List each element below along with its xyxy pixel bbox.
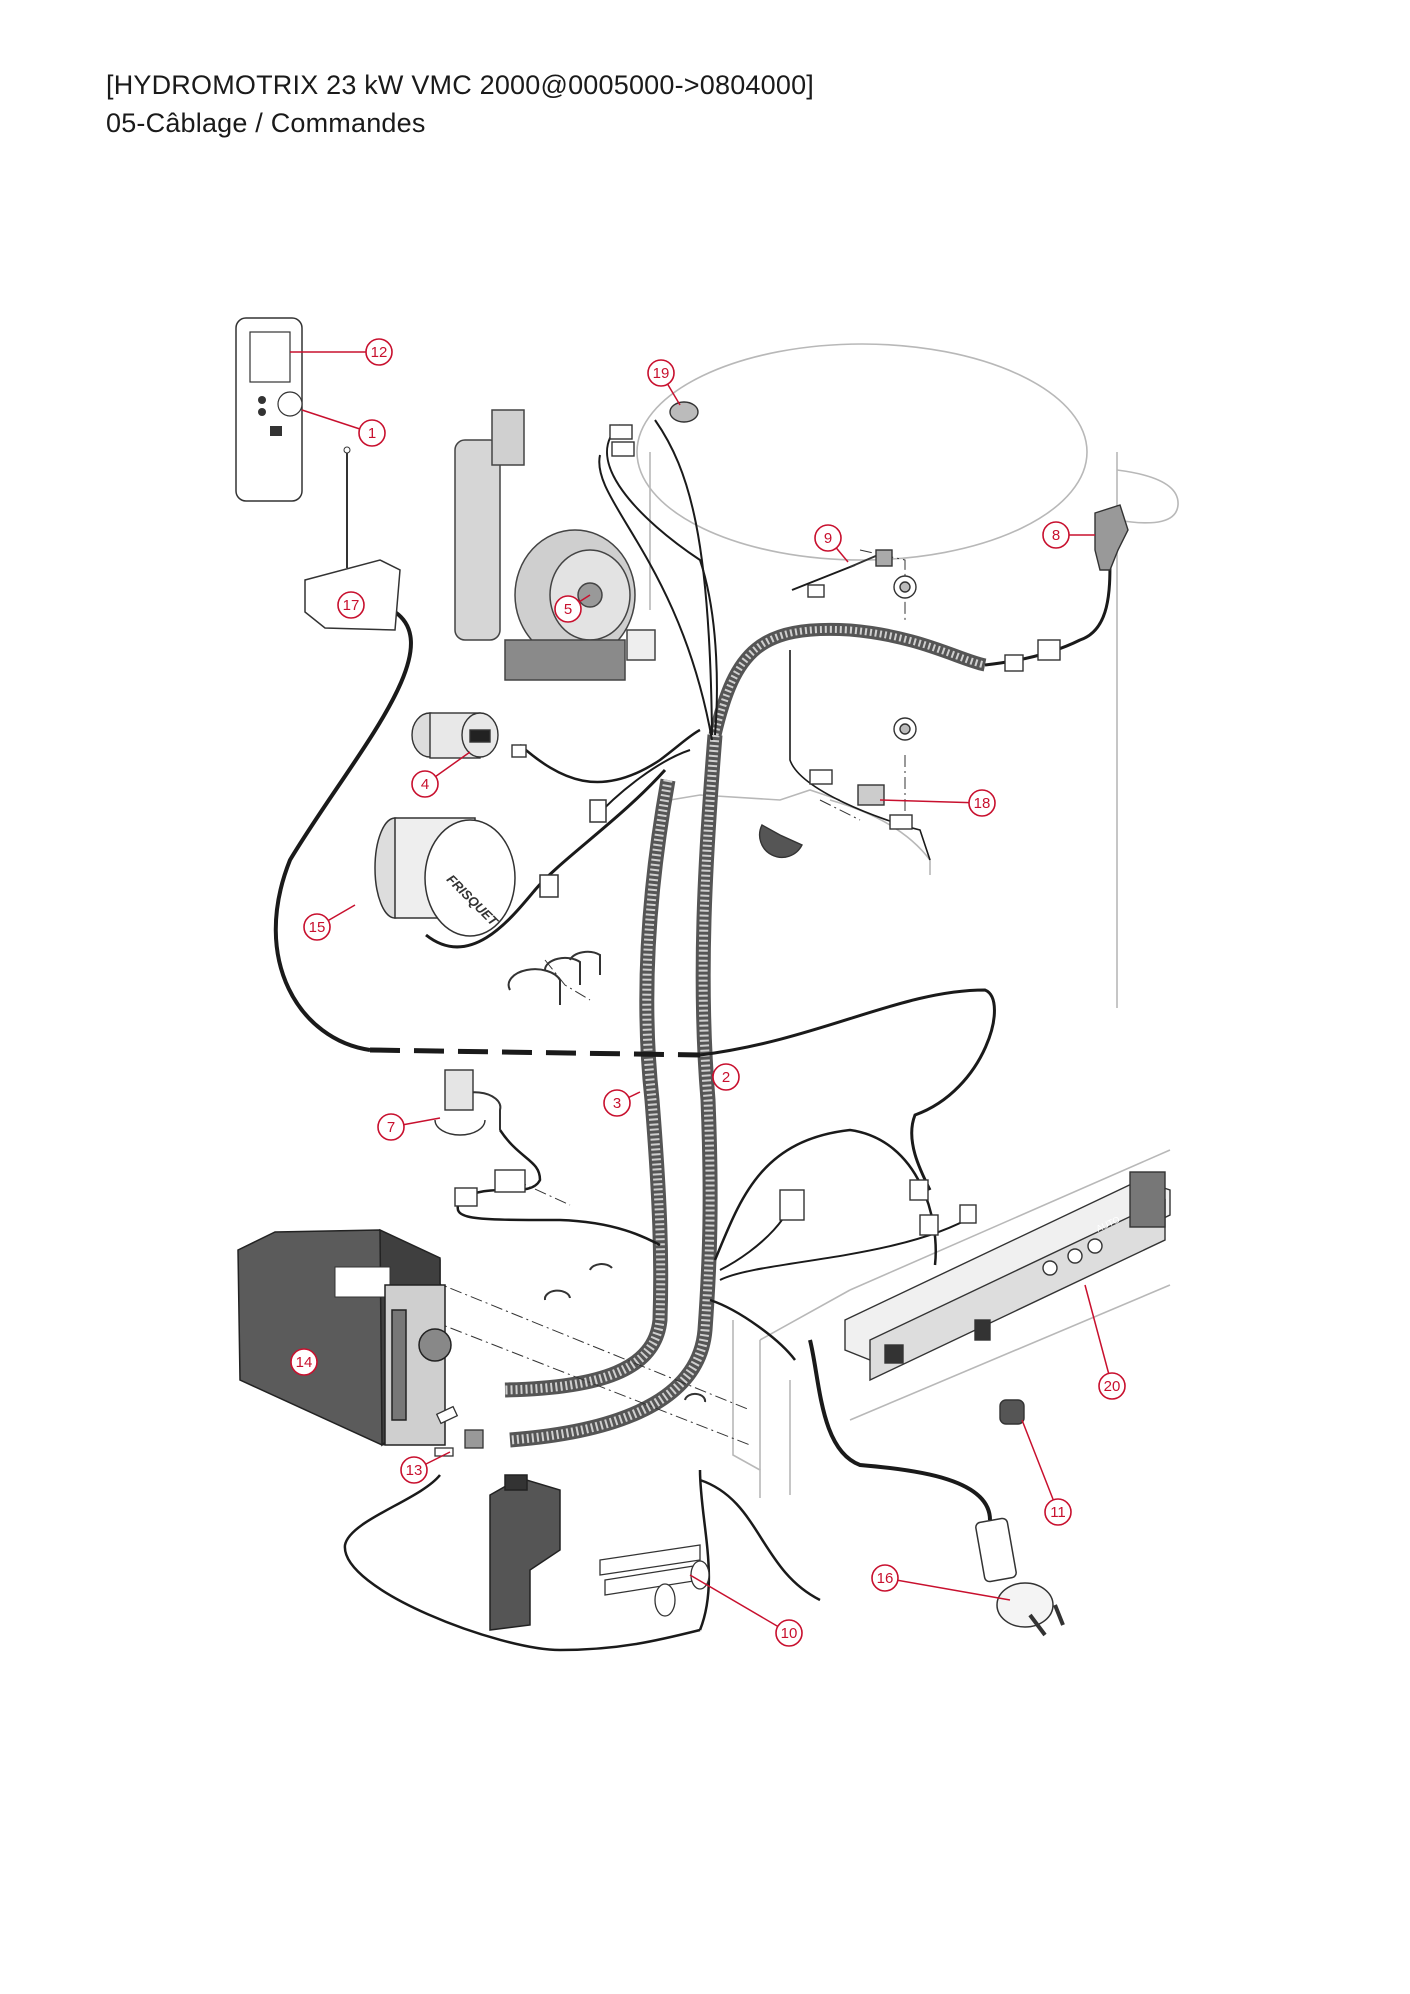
callout-number: 20 [1104,1378,1121,1395]
part-7 [434,1069,486,1136]
callout-circle [603,1089,631,1117]
callout-leader-line [689,1574,790,1634]
control-box [237,1228,452,1447]
callout-number: 1 [368,425,376,442]
callout-3: 3 [603,1089,641,1117]
callout-circle [775,1619,803,1647]
probe-9 [807,549,917,599]
callout-12: 12 [290,338,393,366]
callout-number: 15 [309,919,326,936]
control-panel: AUTO [844,1171,1171,1425]
callout-17: 17 [337,591,365,619]
callout-circle [358,419,386,447]
callout-circle [290,1348,318,1376]
callout-circle [337,591,365,619]
callout-number: 11 [1050,1504,1066,1521]
electrodes-10 [599,1544,710,1617]
callout-circle [1044,1498,1072,1526]
power-switch [999,1399,1025,1425]
page-title: [HYDROMOTRIX 23 kW VMC 2000@0005000->080… [106,70,814,100]
callout-leader-line [1084,1284,1113,1387]
callout-number: 2 [722,1069,730,1086]
callout-11: 11 [1021,1419,1072,1526]
callout-number: 18 [974,795,991,812]
callout-2: 2 [711,1063,740,1091]
connectors-7 [454,1169,977,1236]
sensor-4 [411,712,527,759]
callout-number: 17 [343,597,360,614]
callout-circle [411,770,439,798]
callout-7: 7 [377,1113,441,1141]
callout-circle [365,338,393,366]
callout-leader-line [884,1577,1011,1601]
callout-15: 15 [303,904,356,941]
callout-circle [968,789,996,817]
callout-20: 20 [1084,1284,1126,1400]
callout-18: 18 [879,789,996,817]
callout-16: 16 [871,1564,1011,1601]
callout-circle [814,524,842,552]
callout-number: 4 [421,776,429,793]
callout-circle [647,359,675,387]
page-header: [HYDROMOTRIX 23 kW VMC 2000@0005000->080… [106,66,814,142]
callout-13: 13 [400,1451,451,1484]
callout-9: 9 [814,524,849,563]
component-18 [758,717,917,859]
callout-number: 7 [387,1119,395,1136]
callout-circle [377,1113,405,1141]
callout-5: 5 [554,594,591,623]
room-thermostat [235,317,303,502]
callout-number: 12 [371,344,388,361]
callout-8: 8 [1042,521,1095,549]
callout-10: 10 [689,1574,803,1647]
page-subtitle: 05-Câblage / Commandes [106,108,426,138]
callout-circle [1042,521,1070,549]
circulator-pump [454,409,656,681]
callout-number: 10 [781,1625,798,1642]
callout-number: 8 [1052,527,1060,544]
callout-circle [400,1456,428,1484]
callout-number: 3 [613,1095,621,1112]
callout-circle [712,1063,740,1091]
callout-number: 19 [653,365,670,382]
callout-circle [1098,1372,1126,1400]
harnesses [273,419,1112,1652]
callout-14: 14 [290,1348,318,1376]
base-frame [732,1149,1171,1498]
part-13 [434,1405,484,1457]
motor-15: FRISQUET [374,799,607,937]
callout-4: 4 [411,751,471,798]
clamps [449,950,707,1403]
ignition-transformer [489,1474,561,1631]
callout-circle [871,1564,899,1592]
thermostat-dial [277,391,303,417]
callout-number: 16 [877,1570,894,1587]
callout-number: 9 [824,530,832,547]
power-plug [975,1517,1065,1637]
callout-number: 5 [564,601,572,618]
callout-leader-line [1021,1419,1059,1513]
assembly-lines [429,549,906,1446]
callout-circle [303,913,331,941]
tank-outline [636,343,1179,1008]
callout-19: 19 [647,359,681,406]
callout-1: 1 [301,409,386,447]
callout-circle [554,595,582,623]
callout-number: 13 [406,1462,423,1479]
sensor-8 [1004,504,1129,672]
top-sensor [609,401,699,457]
callout-leader-line [879,799,983,804]
callout-number: 14 [296,1354,313,1371]
